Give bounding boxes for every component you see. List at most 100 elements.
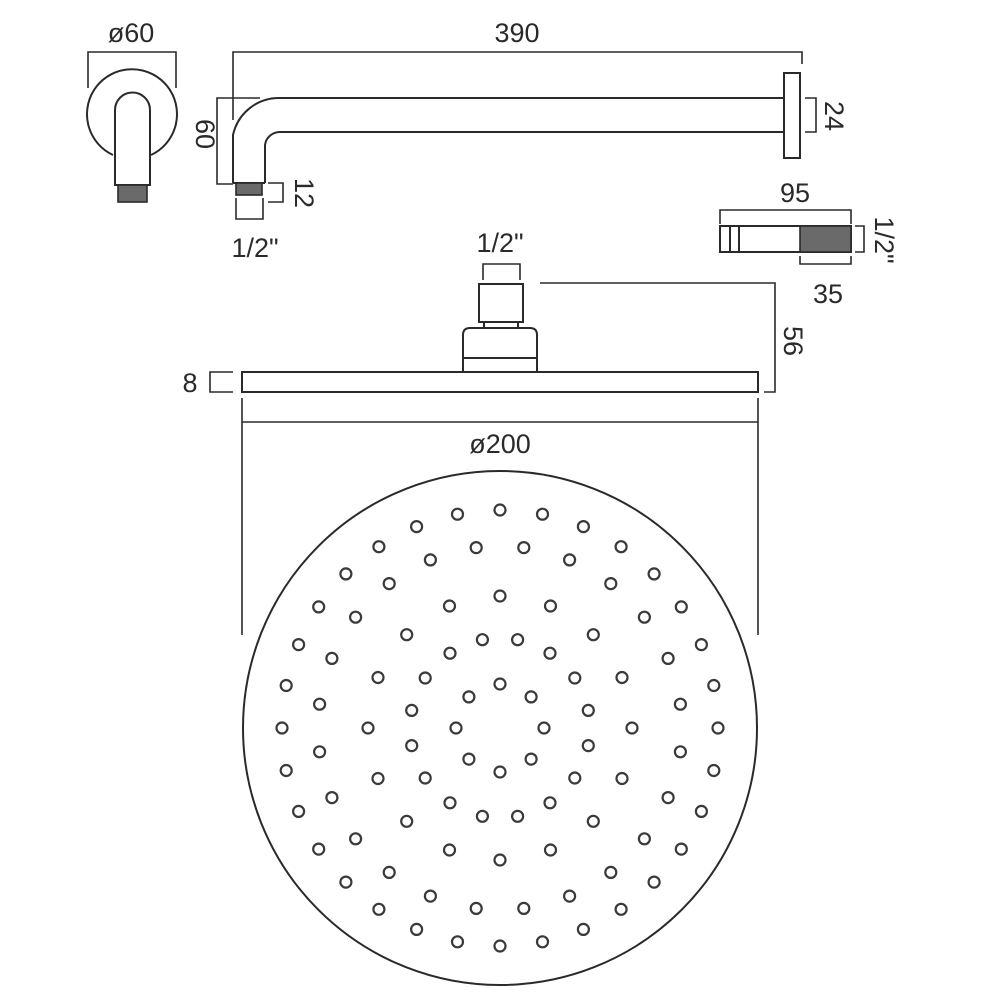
nozzle-icon [647,567,661,581]
nozzle-icon [443,646,457,660]
nipple-thread-length-dimension-line [799,256,852,265]
nozzle-icon [275,721,289,735]
nozzle-icon [442,599,457,613]
arm-inner-edge [264,130,784,183]
nozzle-icon [325,790,339,805]
arm-outer-edge [232,96,784,183]
shower-arm-side-view: 390 60 12 1/2" 24 [190,18,849,263]
nozzle-icon [405,703,419,718]
nozzle-icon [604,865,618,880]
flange-thread [117,184,148,203]
arm-thread-length-dimension-line [268,182,284,203]
nozzle-icon [442,843,457,857]
nipple-thread [799,225,852,253]
wall-flange-front-view: ø60 [86,18,178,203]
nozzle-icon [469,540,483,555]
nozzle-icon [372,540,386,554]
nozzle-pattern [275,503,725,953]
plate-thickness-label: 8 [182,368,197,398]
nozzle-icon [292,637,306,652]
nozzle-icon [349,832,363,846]
nozzle-icon [313,745,327,759]
nozzle-icon [661,651,675,666]
arm-diameter-label: 24 [819,101,849,131]
nozzle-icon [562,553,577,567]
nozzle-icon [423,889,437,903]
nozzle-icon [637,832,652,846]
nozzle-icon [647,875,661,889]
nozzle-icon [615,670,629,685]
inlet-thread-dimension-line [482,263,521,280]
nozzle-icon [475,809,489,823]
nozzle-icon [313,697,327,711]
nozzle-icon [410,519,424,534]
nozzle-icon [493,765,507,779]
nozzle-icon [372,902,386,916]
arm-drop-dimension-line [216,97,260,185]
nipple-thread-length-label: 35 [813,279,843,309]
head-face-outline [242,470,758,986]
nozzle-icon [279,678,293,693]
nozzle-icon [361,721,375,735]
head-height-label: 56 [778,326,808,356]
inlet-nut [478,283,524,323]
arm-drop-label: 60 [190,119,220,149]
head-swivel-body [462,327,538,372]
nozzle-icon [371,670,385,685]
nozzle-icon [674,842,688,856]
arm-thread-size-label: 1/2" [231,233,278,263]
nozzle-icon [493,853,507,867]
nozzle-icon [418,771,432,785]
nipple-length-label: 95 [780,178,810,208]
arm-thread-length-label: 12 [289,178,319,208]
nozzle-icon [674,600,688,614]
nozzle-icon [462,752,476,766]
nozzle-icon [418,671,432,685]
nipple-thread-size-dimension-line [855,225,865,253]
nozzle-icon [614,902,628,916]
nozzle-icon [382,576,396,591]
nozzle-icon [410,922,424,937]
arm-elbow-front [114,91,151,186]
nozzle-icon [543,843,558,857]
shower-head-side-view: 1/2" 56 8 ø200 [182,228,808,635]
nozzle-icon [576,519,591,534]
nozzle-icon [543,646,557,660]
arm-length-dimension-line [232,51,803,120]
nozzle-icon [493,503,507,517]
nozzle-icon [535,935,550,949]
nozzle-icon [469,901,483,916]
flange-diameter-label: ø60 [108,18,155,48]
arm-length-label: 390 [494,18,539,48]
nozzle-icon [707,678,721,693]
head-diameter-label: ø200 [469,429,531,459]
nozzle-icon [673,745,688,759]
plate-thickness-dimension-line [209,371,233,393]
nozzle-icon [562,889,577,903]
nozzle-icon [517,901,531,916]
nozzle-icon [510,633,525,647]
nipple-length-dimension-line [719,209,852,224]
nozzle-icon [450,507,465,521]
nozzle-icon [449,721,463,735]
nozzle-icon [711,721,725,735]
nozzle-icon [637,610,652,624]
arm-thread [235,182,263,196]
inlet-thread-label: 1/2" [476,228,523,258]
nozzle-icon [405,738,419,753]
nozzle-icon [312,600,326,614]
nozzle-icon [535,507,550,521]
nozzle-icon [581,703,595,718]
nozzle-icon [707,763,721,778]
nozzle-icon [614,540,628,554]
arm-wall-flange [783,72,801,159]
nozzle-icon [576,922,591,937]
nozzle-icon [568,671,582,685]
nozzle-icon [339,567,353,581]
nozzle-icon [586,628,600,642]
nozzle-icon [661,790,675,805]
nozzle-icon [604,576,618,591]
nozzle-icon [400,628,414,642]
nipple-thread-size-label: 1/2" [869,216,899,263]
